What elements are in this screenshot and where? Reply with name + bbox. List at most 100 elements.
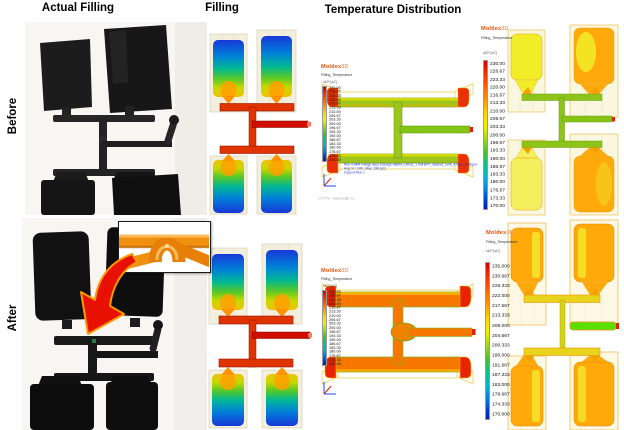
legend-value: 223.33	[329, 298, 341, 302]
legend-value: 200.00	[490, 132, 505, 138]
legend-value: 183.33	[329, 142, 341, 147]
annotation-file: Run 4 BM4 Flange 4pcs eDesign NBM4_CAV31…	[344, 163, 478, 167]
legend-value: 216.67	[329, 306, 341, 310]
annotation-scale: 1 4.77% : mesh scale 1:1	[318, 197, 355, 201]
runner-system	[218, 315, 312, 368]
legend-value: 190.00	[490, 156, 505, 162]
callout-arrow	[80, 253, 138, 335]
legend-value: 170.00	[329, 362, 341, 367]
before-actual-filling-photo	[25, 22, 207, 215]
header-actual-filling: Actual Filling	[41, 2, 115, 14]
legend-value: 222.000	[492, 293, 510, 299]
before-temperature-cavity-view	[507, 24, 619, 216]
cavities-melt-front	[213, 36, 292, 213]
molded-part-before	[40, 25, 181, 215]
row-label-after: After	[7, 304, 19, 332]
legend-value: 220.00	[490, 85, 505, 91]
legend-value: 180.00	[329, 146, 341, 151]
legend-value: 193.33	[329, 130, 341, 134]
after-temperature-runner-view	[316, 262, 479, 407]
legend-value: 203.33	[329, 322, 341, 326]
annotation-run: Copy of Run 1	[344, 171, 365, 175]
legend-value: 230.00	[329, 290, 341, 294]
legend-value: 186.67	[329, 342, 341, 347]
legend-value: 230.00	[329, 86, 341, 90]
legend-value: 200.00	[329, 122, 341, 126]
legend-value: 200.333	[492, 343, 510, 348]
legend-value: 187.333	[492, 372, 510, 378]
legend-value: 203.33	[490, 124, 505, 130]
legend-value: 223.33	[490, 77, 505, 83]
after-actual-filling-photo	[22, 218, 207, 430]
temperature-legend-cavity-after: 235.000 230.667 226.333 222.000 217.667 213.3…	[485, 262, 517, 430]
legend-value: 173.33	[329, 154, 341, 159]
legend-value: 180.00	[329, 350, 341, 355]
legend-value: 186.67	[490, 164, 505, 170]
legend-value: 204.667	[492, 333, 510, 339]
result-label: Filling_Temperature	[481, 36, 513, 40]
legend-value: 196.000	[492, 352, 510, 358]
axis-triad-icon	[323, 382, 336, 395]
runner-temperature	[326, 87, 473, 174]
annotation-avg: Avg: S = 240 , Max: 198 (oC)	[344, 167, 386, 171]
unit-label: x10⁰ [oC]	[483, 51, 497, 55]
color-scale-bar	[483, 60, 488, 210]
legend-value: 226.67	[329, 90, 341, 94]
legend-value: 210.00	[490, 108, 505, 114]
legend-value: 190.00	[329, 134, 341, 139]
header-filling: Filling	[205, 2, 239, 14]
legend-value: 203.33	[329, 118, 341, 122]
legend-value: 235.000	[492, 264, 510, 269]
legend-value: 226.333	[492, 283, 510, 289]
legend-value: 196.67	[329, 126, 341, 130]
legend-value: 206.67	[329, 318, 341, 322]
result-label: Filling_Temperature	[321, 277, 353, 281]
color-scale-bar	[322, 290, 327, 366]
unit-label: x10⁰ [oC]	[323, 80, 337, 84]
legend-value: 200.00	[329, 326, 341, 330]
legend-value: 206.67	[329, 114, 341, 118]
legend-value: 230.00	[490, 61, 505, 67]
legend-value: 173.33	[329, 358, 341, 363]
legend-value: 216.67	[329, 102, 341, 106]
legend-value: 170.00	[329, 158, 341, 163]
legend-value: 213.333	[492, 313, 510, 319]
legend-value: 174.333	[492, 402, 510, 408]
legend-value: 176.67	[490, 187, 505, 193]
legend-value: 230.667	[492, 273, 510, 279]
moldex3d-logo: Moldex3D	[481, 26, 509, 32]
legend-value: 170.000	[492, 412, 510, 417]
legend-value: 191.667	[492, 362, 510, 368]
color-scale-values: 235.000 230.667 226.333 222.000 217.667 213.3…	[492, 262, 510, 420]
before-filling-simulation	[209, 29, 311, 215]
legend-value: 220.00	[329, 98, 341, 102]
legend-value: 220.00	[329, 302, 341, 306]
after-temperature-cavity-view	[507, 219, 619, 430]
legend-value: 226.67	[329, 294, 341, 298]
legend-value: 186.67	[329, 138, 341, 143]
legend-value: 183.000	[492, 382, 510, 388]
row-label-before: Before	[7, 97, 19, 135]
result-label: Filling_Temperature	[486, 240, 518, 244]
legend-value: 170.00	[490, 203, 505, 209]
runner-system	[521, 87, 615, 154]
legend-value: 193.33	[490, 148, 505, 154]
unit-label: x10⁰ [oC]	[323, 284, 337, 288]
legend-value: 217.667	[492, 303, 510, 309]
legend-value: 210.00	[329, 110, 341, 114]
legend-value: 176.67	[329, 150, 341, 155]
legend-value: 213.33	[329, 310, 341, 314]
runner-temperature	[324, 285, 476, 379]
legend-value: 223.33	[329, 94, 341, 98]
axis-triad-icon	[323, 174, 336, 187]
legend-value: 173.33	[490, 195, 505, 201]
legend-value: 210.00	[329, 314, 341, 318]
legend-value: 193.33	[329, 334, 341, 338]
cavity-temperature	[510, 223, 615, 427]
